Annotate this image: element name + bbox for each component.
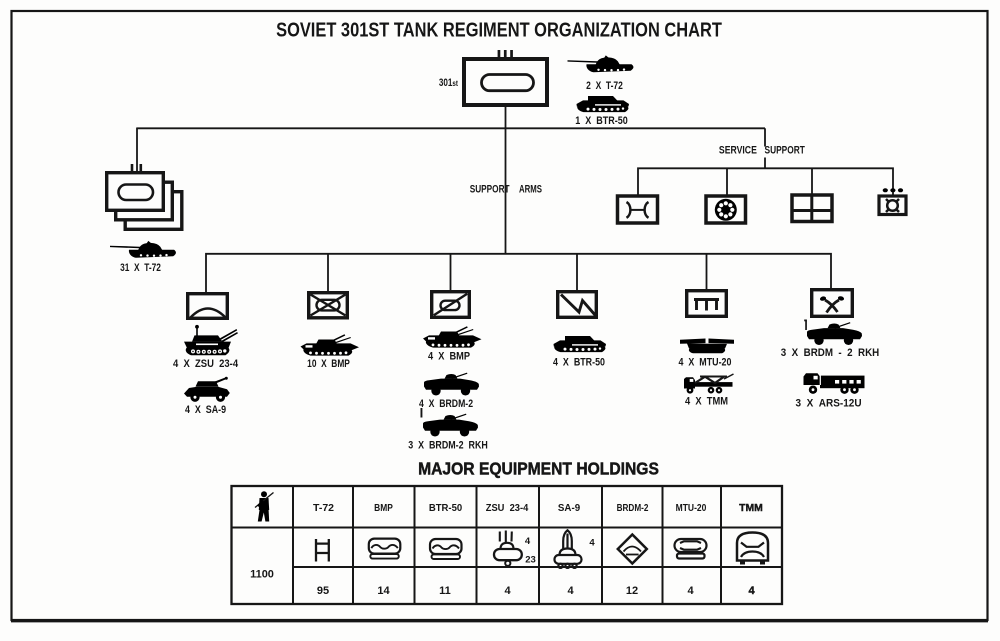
svg-text:MTU-20: MTU-20 [676, 502, 707, 514]
svg-text:3 X BRDM - 2 RKH: 3 X BRDM - 2 RKH [781, 348, 879, 360]
svg-text:23: 23 [525, 555, 536, 566]
svg-text:3 X ARS-12U: 3 X ARS-12U [795, 397, 861, 410]
svg-text:95: 95 [317, 585, 329, 597]
svg-text:4 X SA-9: 4 X SA-9 [185, 404, 226, 416]
svg-text:4: 4 [504, 585, 511, 597]
svg-text:10 X BMP: 10 X BMP [307, 358, 350, 370]
svg-text:4: 4 [748, 585, 755, 597]
svg-text:31 X T-72: 31 X T-72 [120, 262, 161, 274]
svg-text:4 X ZSU 23-4: 4 X ZSU 23-4 [173, 358, 238, 370]
svg-text:301st: 301st [439, 77, 459, 90]
svg-text:4 X BMP: 4 X BMP [428, 351, 470, 363]
svg-text:BRDM-2: BRDM-2 [617, 501, 649, 513]
svg-text:4 X TMM: 4 X TMM [685, 396, 728, 408]
svg-text:BTR-50: BTR-50 [429, 503, 463, 515]
svg-text:SUPPORT: SUPPORT [765, 144, 805, 156]
svg-text:3 X BRDM-2 RKH: 3 X BRDM-2 RKH [408, 440, 488, 452]
svg-text:11: 11 [439, 585, 451, 597]
svg-text:1 X BTR-50: 1 X BTR-50 [575, 115, 628, 127]
svg-text:T-72: T-72 [313, 502, 334, 514]
svg-text:ZSU 23-4: ZSU 23-4 [486, 503, 529, 515]
svg-text:14: 14 [377, 585, 390, 597]
svg-text:1100: 1100 [250, 569, 274, 581]
svg-text:MAJOR EQUIPMENT HOLDINGS: MAJOR EQUIPMENT HOLDINGS [418, 458, 659, 478]
svg-text:BMP: BMP [374, 502, 393, 514]
svg-text:SERVICE: SERVICE [719, 145, 757, 157]
svg-text:12: 12 [626, 585, 638, 597]
svg-text:4 X MTU-20: 4 X MTU-20 [679, 357, 732, 369]
svg-text:SUPPORT: SUPPORT [470, 183, 510, 195]
svg-text:2 X T-72: 2 X T-72 [586, 80, 623, 92]
svg-text:4: 4 [589, 538, 595, 549]
svg-text:4: 4 [687, 585, 694, 597]
svg-text:4 X BTR-50: 4 X BTR-50 [553, 357, 605, 369]
svg-text:ARMS: ARMS [519, 183, 542, 196]
svg-text:TMM: TMM [739, 503, 763, 514]
svg-text:4: 4 [567, 585, 574, 597]
svg-text:SA-9: SA-9 [558, 503, 581, 514]
svg-text:SOVIET 301ST TANK REGIMENT ORG: SOVIET 301ST TANK REGIMENT ORGANIZATION … [276, 18, 722, 41]
svg-text:4 X BRDM-2: 4 X BRDM-2 [419, 398, 473, 410]
svg-text:4: 4 [525, 536, 531, 547]
